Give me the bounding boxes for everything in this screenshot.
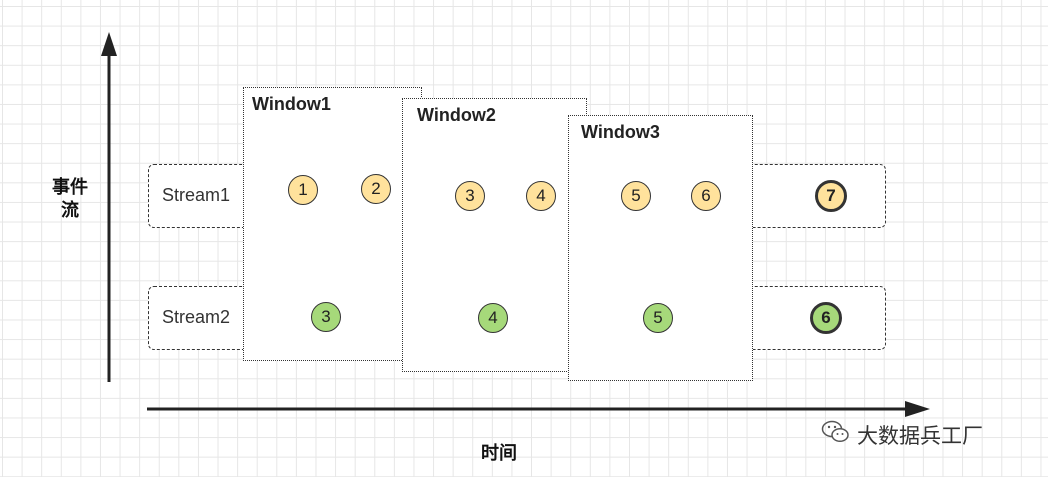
window3: Window3 bbox=[568, 115, 753, 381]
window3-stream2-event: 5 bbox=[643, 303, 673, 333]
wechat-icon bbox=[821, 419, 851, 450]
window1-title: Window1 bbox=[252, 94, 331, 114]
x-axis-arrow bbox=[905, 401, 930, 417]
window3-stream1-event: 5 bbox=[621, 181, 651, 211]
y-axis-arrow bbox=[101, 32, 117, 56]
window2-stream2-event: 4 bbox=[478, 303, 508, 333]
x-axis-label: 时间 bbox=[481, 443, 517, 464]
y-axis-label-line1: 事件 bbox=[52, 177, 88, 198]
watermark-text: 大数据兵工厂 bbox=[857, 423, 983, 448]
window2-stream1-event: 4 bbox=[526, 181, 556, 211]
y-axis-label-line2: 流 bbox=[61, 200, 79, 221]
window2-stream1-event: 3 bbox=[455, 181, 485, 211]
window1-stream2-event: 3 bbox=[311, 302, 341, 332]
watermark: 大数据兵工厂 bbox=[821, 419, 983, 450]
window3-stream1-event: 6 bbox=[691, 181, 721, 211]
stream1-label: Stream1 bbox=[162, 185, 231, 205]
stream1-pending-event: 7 bbox=[815, 180, 847, 212]
y-axis-label: 事件 流 bbox=[52, 176, 88, 222]
window1-stream1-event: 2 bbox=[361, 174, 391, 204]
window1-stream1-event: 1 bbox=[288, 175, 318, 205]
stream2-label: Stream2 bbox=[162, 307, 231, 327]
window3-title: Window3 bbox=[581, 122, 660, 142]
stream2-pending-event: 6 bbox=[810, 302, 842, 334]
window2-title: Window2 bbox=[417, 105, 496, 125]
